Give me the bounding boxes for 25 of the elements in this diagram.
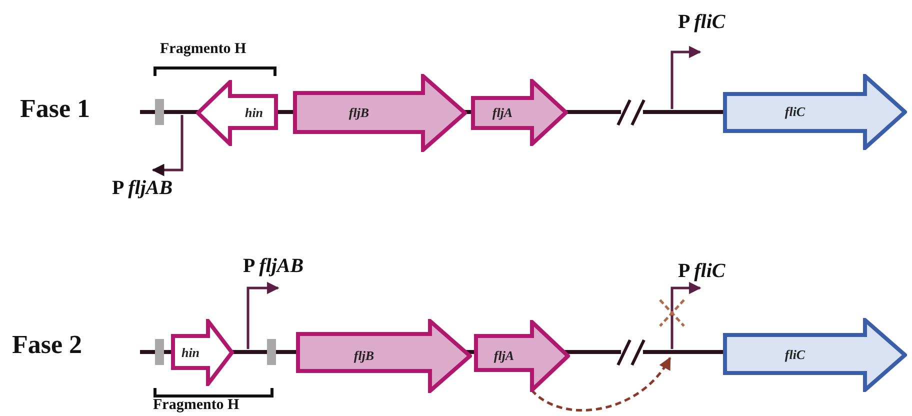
fragment-label: Fragmento H: [153, 398, 240, 413]
gene-block: [471, 79, 568, 146]
gene-block: [474, 320, 570, 392]
gene-name: hin: [181, 344, 200, 360]
promoter-label: P fliC: [678, 12, 726, 32]
gene-block: [293, 74, 467, 152]
gene-name: fljA: [494, 348, 514, 364]
gene-block: [171, 319, 234, 386]
phase-label: Fase 2: [12, 332, 82, 358]
gene-name: fljA: [492, 104, 513, 120]
gene-block: [723, 318, 907, 392]
gene-name: fljB: [348, 105, 370, 121]
promoter-label: P fliC: [678, 260, 726, 283]
gene-name: hin: [244, 105, 264, 121]
gene-block: [723, 74, 907, 150]
promoter-label: P fljAB: [243, 256, 304, 276]
curved-arrow: [530, 356, 672, 412]
phase-label: Fase 1: [20, 96, 90, 122]
gene-block: [296, 319, 472, 393]
promoter-label: P fljAB: [112, 178, 173, 198]
fragment-label: Fragmento H: [160, 42, 246, 57]
gene-block: [196, 80, 278, 146]
gene-name: fliC: [784, 104, 806, 120]
gene-name: fljB: [354, 348, 374, 364]
gene-name: fliC: [784, 347, 806, 363]
